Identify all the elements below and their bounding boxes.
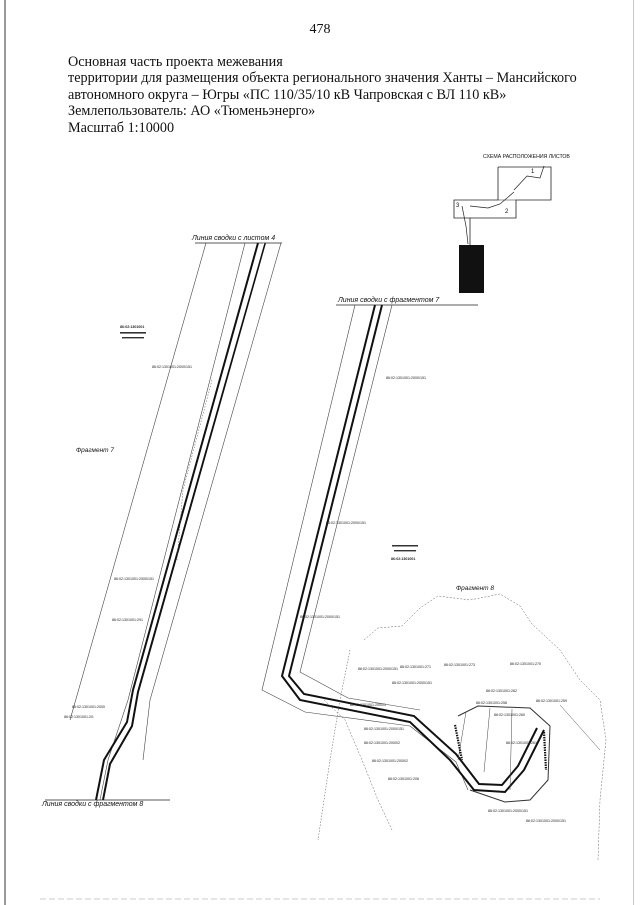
parcel-label-19: 86:02:1301001:2000/151 [364, 727, 404, 731]
header-line-4: Землепользователь: АО «Тюменьэнерго» [68, 103, 316, 120]
parcel-label-1: 86:02:1301001:2000/151 [152, 365, 192, 369]
page-number: 478 [309, 22, 331, 37]
parcel-label-20: 86:02:1301001:2000/2 [364, 741, 400, 745]
page-edge-right [633, 0, 634, 905]
parcel-label-4: 86:02:1301001:2000 [72, 705, 105, 709]
parcel-label-17: 86:02:1301001:259 [536, 699, 567, 703]
parcel-label-24: 86:02:1301001:2000/151 [488, 809, 528, 813]
fragment-8-label: Фрагмент 8 [456, 585, 494, 592]
header-line-5: Масштаб 1:10000 [68, 119, 175, 136]
header-line-1: Основная часть проекта межевания [68, 54, 283, 70]
fragment-7-label: Фрагмент 7 [76, 447, 114, 454]
junction-sheet-4-label: Линия сводки с листом 4 [191, 234, 275, 242]
header-line-3: автономного округа – Югры «ПС 110/35/10 … [68, 86, 507, 103]
page-edge-left [4, 0, 6, 905]
parcel-label-22: 86:02:1301001:2000/2 [372, 759, 408, 763]
left-fragment: Линия сводки с листом 4 Линия сводки с ф… [41, 234, 282, 808]
sheet-3-label: 3 [456, 203, 460, 209]
parcel-label-11: 86:02:1301001:271 [400, 665, 431, 669]
parcel-label-21: 86:02:1301001:261 [506, 741, 537, 745]
parcel-label-2: 86:02:1301001:2000/151 [114, 577, 154, 581]
parcel-label-18: 86:02:1301001:260 [494, 713, 525, 717]
parcel-label-15: 86:02:1301001:2000/151 [392, 681, 432, 685]
sheet-1-label: 1 [531, 169, 535, 175]
parcel-label-16: 86:02:1301001:258 [476, 701, 507, 705]
cadastral-quarter-right: 86:02:1301001 [391, 557, 415, 561]
parcel-label-9: 86:02:1301001:273 [444, 663, 475, 667]
right-fragment: Линия сводки с фрагментом 7 Фрагмент 8 8… [261, 296, 607, 861]
parcel-label-10: 86:02:1301001:2000/151 [358, 667, 398, 671]
junction-fragment-8-label: Линия сводки с фрагментом 8 [41, 800, 143, 808]
parcel-label-8: 86:02:1301001:2000/151 [300, 615, 340, 619]
sheet-2-label: 2 [505, 209, 509, 215]
header-line-2: территории для размещения объекта регион… [68, 70, 577, 87]
cadastral-quarter-left: 86:02:1301001 [120, 325, 144, 329]
sheet-scheme: СХЕМА РАСПОЛОЖЕНИЯ ЛИСТОВ 1 2 3 [453, 154, 570, 293]
parcel-label-14: 86:02:1301001:2000/1 [350, 703, 386, 707]
parcel-label-3: 86:02:1301001:291 [112, 618, 143, 622]
junction-fragment-7-label: Линия сводки с фрагментом 7 [337, 296, 440, 304]
document-header: Основная часть проекта межевания террито… [68, 54, 577, 136]
sheet-scheme-title: СХЕМА РАСПОЛОЖЕНИЯ ЛИСТОВ [483, 154, 570, 160]
current-sheet-block [459, 245, 484, 293]
parcel-label-5: 86:02:1301001:20: [64, 715, 94, 719]
parcel-label-13: 86:02:1301001:262 [486, 689, 517, 693]
parcel-label-6: 86:02:1301001:2000/151 [386, 376, 426, 380]
parcel-label-12: 86:02:1301001:270 [510, 662, 541, 666]
parcel-label-25: 86:02:1301001:2000/151 [526, 819, 566, 823]
parcel-label-7: 86:02:1301001:2000/151 [326, 521, 366, 525]
parcel-label-23: 86:02:1301001:206 [388, 777, 419, 781]
